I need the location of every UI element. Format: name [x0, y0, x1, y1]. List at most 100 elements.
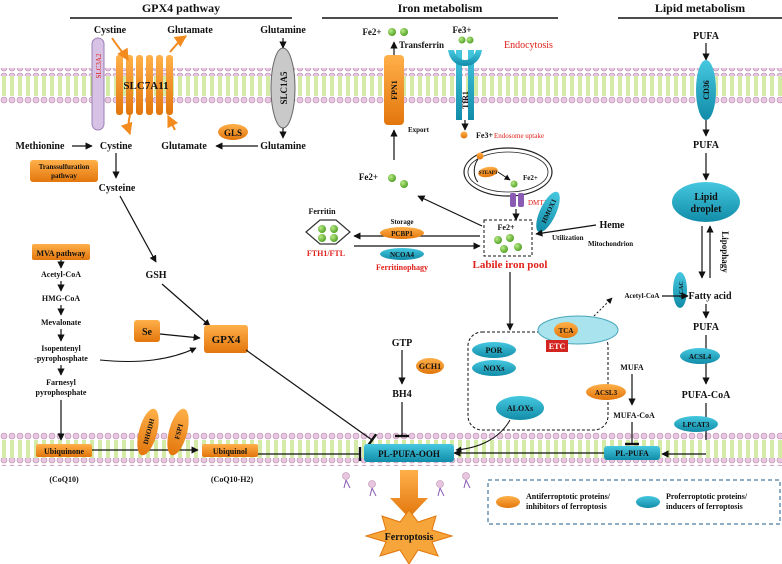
- label-transferrin: Transferrin: [399, 40, 444, 50]
- label-farnesyl-2: pyrophosphate: [36, 388, 87, 397]
- label-endosome-uptake: Endosome uptake: [494, 132, 544, 140]
- pcbp1-enzyme: PCBP1: [380, 227, 424, 239]
- fe-ion-orange: [460, 131, 468, 139]
- label-ferroptosis: Ferroptosis: [385, 532, 434, 543]
- label-lipophagy: Lipophagy: [720, 231, 730, 273]
- legend-anti-1: Antiferroptotic proteins/: [526, 492, 611, 501]
- section-lipid-title: Lipid metabolism: [655, 1, 745, 15]
- label-labile-iron-pool: Labile iron pool: [473, 259, 548, 271]
- label-mitochondrion: Mitochondrion: [588, 240, 633, 248]
- label-fth1: FTH1/FTL: [307, 249, 345, 258]
- arrow-tca-acetylcoa: [593, 297, 613, 317]
- arrow-to-ferroptosis: [390, 470, 428, 518]
- label-isopentenyl-2: -pyrophosphate: [34, 354, 88, 363]
- label-mufa: MUFA: [620, 363, 644, 372]
- label-slc1a5: SLC1A5: [279, 71, 289, 105]
- se-box: Se: [134, 320, 160, 342]
- label-ubiquinol: Ubiquinol: [213, 447, 248, 456]
- label-cystine-top: Cystine: [94, 25, 127, 36]
- label-pufa-3: PUFA: [693, 322, 720, 333]
- pl-pufa-box: PL-PUFA: [604, 446, 660, 460]
- label-alox: ALOXs: [507, 404, 533, 413]
- acsl4-enzyme: ACSL4: [680, 348, 720, 364]
- fe-ion: [510, 180, 518, 188]
- label-heme: Heme: [600, 220, 626, 231]
- label-pufa-2: PUFA: [693, 140, 720, 151]
- fe-ion: [514, 243, 522, 251]
- label-fatty-acid: Fatty acid: [688, 291, 731, 302]
- label-gsh: GSH: [145, 270, 166, 281]
- label-fe2-endo: Fe2+: [523, 174, 538, 182]
- label-ferritinophagy: Ferritinophagy: [376, 263, 428, 272]
- label-slc3a2: SLC3A2: [95, 53, 103, 78]
- pl-pufa-ooh-box: PL-PUFA-OOH: [364, 444, 454, 462]
- label-fe3-top: Fe3+: [452, 25, 471, 35]
- arrow-gsh-gpx4: [161, 283, 211, 327]
- label-isopentenyl-1: Isopentenyl: [41, 344, 81, 353]
- labile-iron-pool-box: Fe2+: [483, 219, 533, 257]
- label-transsulfuration-1: Transsulfuration: [39, 163, 90, 171]
- label-pcbp1: PCBP1: [391, 230, 413, 238]
- fe-ion: [388, 28, 396, 36]
- ubiquinol-box: Ubiquinol: [202, 444, 258, 457]
- label-pufa-top: PUFA: [693, 31, 720, 42]
- mva-pathway-box: MVA pathway: [32, 244, 90, 260]
- lpcat3-enzyme: LPCAT3: [674, 416, 718, 432]
- label-fsp1: FSP1: [173, 422, 185, 440]
- endosome: STEAP3 Fe2+: [463, 147, 553, 197]
- label-glutamate-top: Glutamate: [167, 25, 213, 36]
- tfr1-receptor: TfR1: [448, 50, 482, 120]
- fe-ion-orange: [476, 152, 484, 160]
- label-glutamine-top: Glutamine: [260, 25, 306, 36]
- ferritin: [305, 219, 351, 245]
- ferroptosis-burst: Ferroptosis: [364, 509, 454, 564]
- label-droplet-1: Lipid: [694, 192, 718, 203]
- label-por: POR: [486, 346, 503, 355]
- label-pufa-coa: PUFA-CoA: [682, 390, 731, 401]
- label-dmt1: DMT1: [528, 199, 548, 207]
- fe-ion: [400, 28, 408, 36]
- fe-ion: [458, 36, 466, 44]
- fe-ion: [388, 174, 396, 182]
- label-gch1: GCH1: [419, 362, 441, 371]
- label-cd36: CD36: [702, 80, 711, 100]
- label-cysteine: Cysteine: [99, 183, 136, 194]
- label-fe3-endo: Fe3+: [476, 131, 493, 140]
- mitochondrion-tca: TCA ETC: [537, 315, 619, 352]
- alox-enzyme: ALOXs: [496, 396, 544, 420]
- cd36-transporter: CD36: [696, 60, 716, 120]
- label-methionine: Methionine: [16, 141, 65, 152]
- arrow-pool-fe2-left: [417, 195, 483, 227]
- fe-ion: [494, 236, 502, 244]
- label-acsl4: ACSL4: [689, 353, 712, 361]
- gch1-enzyme: GCH1: [416, 358, 444, 374]
- label-acsl3: ACSL3: [595, 389, 618, 397]
- lipid-droplet: Lipid droplet: [672, 182, 740, 222]
- fe-ion: [500, 245, 508, 253]
- acac-enzyme: ACAC: [673, 272, 687, 308]
- arrow-alox-plpufaooh: [455, 419, 511, 453]
- label-hmg-coa: HMG-CoA: [42, 294, 80, 303]
- slc1a5-transporter: SLC1A5: [270, 47, 296, 129]
- arrow-heme-pool: [535, 224, 597, 237]
- label-pl-pufa-ooh: PL-PUFA-OOH: [378, 449, 440, 459]
- fe-ion: [506, 234, 514, 242]
- lipid-fragments: [342, 472, 471, 497]
- legend: Antiferroptotic proteins/ inhibitors of …: [487, 479, 781, 525]
- arrow-cystine-in-b: [120, 114, 133, 136]
- arrow-glutamate-out-a: [169, 35, 187, 53]
- legend-pro-1: Proferroptotic proteins/: [666, 492, 748, 501]
- label-ncoa4: NCOA4: [390, 251, 415, 259]
- ncoa4-enzyme: NCOA4: [380, 248, 424, 260]
- label-lipid-acetyl-coa: Acetyl-CoA: [625, 292, 660, 300]
- fsp1-enzyme: FSP1: [167, 408, 189, 456]
- legend-anti-2: inhibitors of ferroptosis: [526, 502, 607, 511]
- label-utilization: Utilization: [552, 234, 584, 242]
- label-ubiquinone: Ubiquinone: [44, 447, 84, 456]
- label-tfr1: TfR1: [461, 91, 470, 109]
- arrow-glutamate-out-b: [167, 114, 179, 131]
- label-mva-acetyl-coa: Acetyl-CoA: [41, 270, 81, 279]
- section-gpx4-title: GPX4 pathway: [142, 1, 220, 15]
